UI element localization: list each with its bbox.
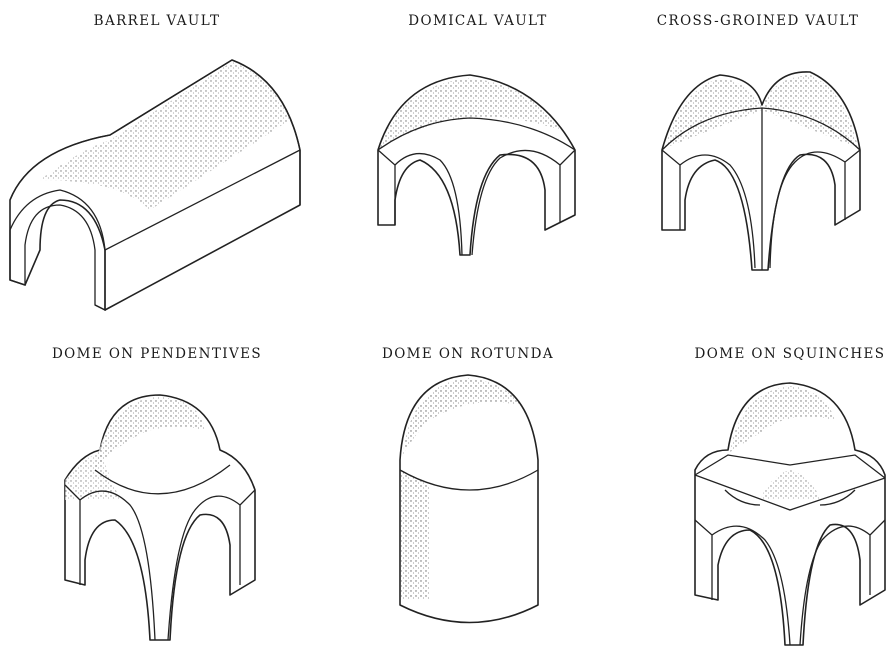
dome-on-squinches-drawing — [0, 0, 896, 657]
